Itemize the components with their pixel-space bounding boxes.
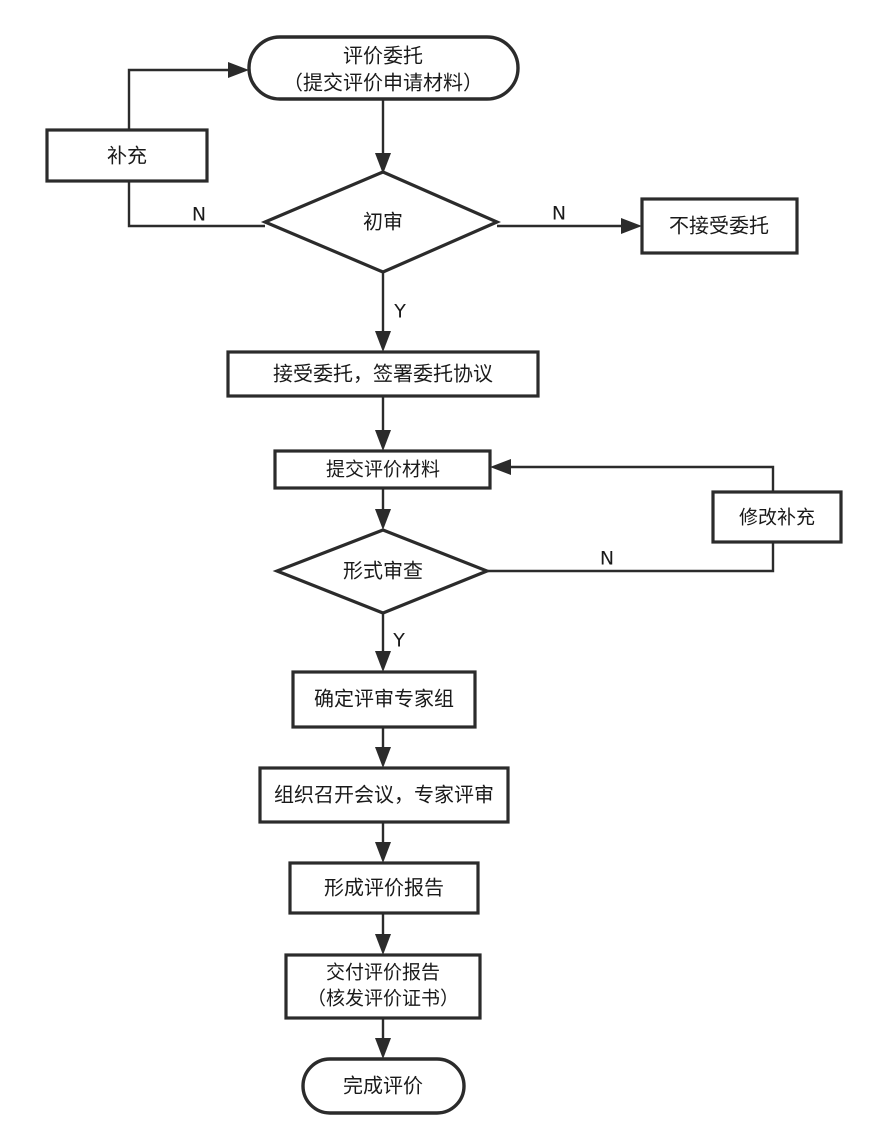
finish-shape <box>301 1057 466 1115</box>
reject-label: 不接受委托 <box>669 214 769 238</box>
submit-materials-label: 提交评价材料 <box>326 459 440 481</box>
node-formal-review[interactable]: 形式审查 <box>272 528 492 615</box>
edge-accept-to-submit <box>375 396 391 451</box>
expert-group-shape <box>291 670 477 729</box>
submit-materials-shape <box>273 449 492 490</box>
deliver-report-shape <box>284 953 482 1020</box>
node-accept-sign[interactable]: 接受委托，签署委托协议 <box>226 350 540 398</box>
node-supplement[interactable]: 补充 <box>45 128 209 183</box>
form-report-shape <box>288 861 480 915</box>
node-deliver-report[interactable]: 交付评价报告 （核发评价证书） <box>284 953 482 1020</box>
supplement-label: 补充 <box>107 144 147 168</box>
node-finish[interactable]: 完成评价 <box>301 1057 466 1115</box>
preliminary-review-label: 初审 <box>363 210 403 234</box>
node-revise-supplement[interactable]: 修改补充 <box>711 490 843 544</box>
edge-label-preliminary-yes: Y <box>393 301 406 323</box>
edge-label-preliminary-no-left: N <box>192 204 206 226</box>
form-report-label: 形成评价报告 <box>324 876 444 900</box>
deliver-report-label-line2: （核发评价证书） <box>307 988 459 1010</box>
start-label-line1: 评价委托 <box>343 44 423 68</box>
node-start[interactable]: 评价委托 （提交评价申请材料） <box>247 35 520 101</box>
deliver-report-label-line1: 交付评价报告 <box>326 962 440 984</box>
edge-label-formal-yes: Y <box>392 630 405 652</box>
revise-supplement-label: 修改补充 <box>739 507 815 529</box>
edge-start-to-preliminary <box>375 99 391 174</box>
edge-expert-group-to-meeting <box>375 727 391 768</box>
accept-sign-label: 接受委托，签署委托协议 <box>273 362 493 386</box>
formal-review-shape <box>272 528 492 615</box>
expert-group-label: 确定评审专家组 <box>314 687 454 711</box>
supplement-shape <box>45 128 209 183</box>
edge-preliminary-no-to-supplement <box>127 181 265 228</box>
reject-shape <box>640 197 799 255</box>
node-reject[interactable]: 不接受委托 <box>640 197 799 255</box>
node-submit-materials[interactable]: 提交评价材料 <box>273 449 492 490</box>
edge-label-formal-no: N <box>600 548 614 570</box>
preliminary-review-shape <box>260 170 501 274</box>
node-form-report[interactable]: 形成评价报告 <box>288 861 480 915</box>
revise-supplement-shape <box>711 490 843 544</box>
edge-submit-to-formal <box>375 488 391 530</box>
node-preliminary-review[interactable]: 初审 <box>260 170 501 274</box>
start-label-line2: （提交评价申请材料） <box>283 71 483 95</box>
start-shape <box>247 35 520 101</box>
edge-deliver-to-finish <box>375 1018 391 1059</box>
edge-formal-yes-to-expert-group <box>375 613 391 672</box>
edge-preliminary-no-to-reject <box>497 218 642 234</box>
node-meeting-review[interactable]: 组织召开会议，专家评审 <box>258 766 510 824</box>
node-expert-group[interactable]: 确定评审专家组 <box>291 670 477 729</box>
meeting-review-shape <box>258 766 510 824</box>
meeting-review-label: 组织召开会议，专家评审 <box>274 783 494 807</box>
edge-label-preliminary-no-right: N <box>552 203 566 225</box>
accept-sign-shape <box>226 350 540 398</box>
edge-meeting-to-form-report <box>375 822 391 863</box>
edge-preliminary-yes-to-accept <box>375 272 391 352</box>
edge-form-report-to-deliver <box>375 913 391 955</box>
finish-label: 完成评价 <box>343 1074 423 1098</box>
formal-review-label: 形式审查 <box>343 559 423 583</box>
edge-supplement-to-start <box>127 62 249 130</box>
